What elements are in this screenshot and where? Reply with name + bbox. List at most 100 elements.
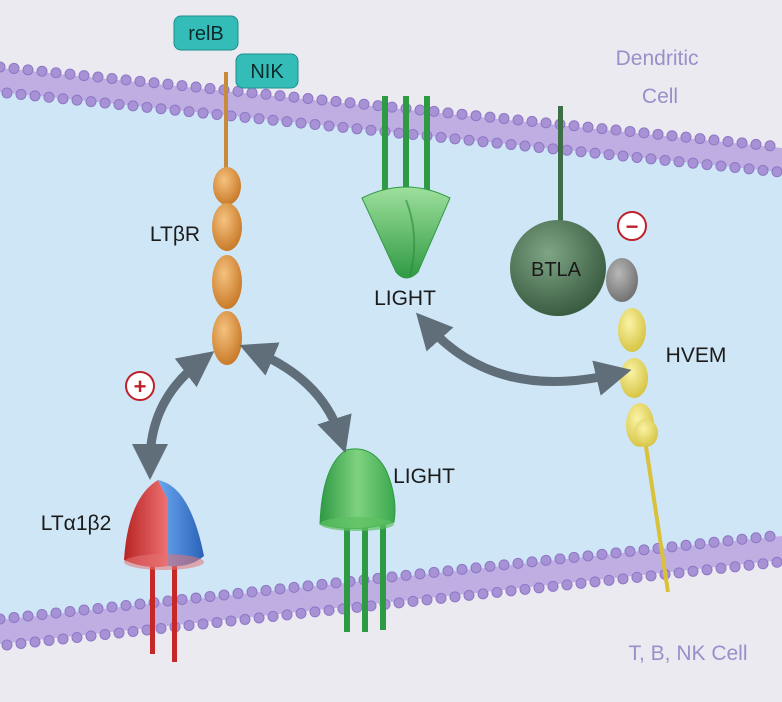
lipid-head — [456, 108, 468, 120]
lipid-head — [197, 107, 209, 119]
dendritic-cell-label: Dendritic Cell — [616, 47, 705, 108]
lipid-head — [232, 587, 244, 599]
lipid-head — [610, 124, 622, 136]
lipid-head — [526, 115, 538, 127]
lipid-head — [323, 604, 335, 616]
lipid-head — [645, 153, 657, 165]
lipid-head — [442, 107, 454, 119]
lipid-head — [155, 103, 167, 115]
lipid-head — [729, 561, 741, 573]
lipid-head — [484, 111, 496, 123]
lipid-head — [750, 138, 762, 150]
lipid-head — [106, 72, 118, 84]
lipid-head — [288, 91, 300, 103]
lipid-head — [78, 604, 90, 616]
lipid-head — [22, 64, 34, 76]
lta1b2-molecule — [124, 480, 204, 662]
lipid-head — [211, 108, 223, 120]
lipid-head — [687, 565, 699, 577]
ltbr-receptor — [212, 72, 242, 365]
lta1b2-label: LTα1β2 — [41, 512, 112, 535]
lipid-head — [295, 117, 307, 129]
lipid-head — [267, 114, 279, 126]
lipid-head — [351, 123, 363, 135]
btla-label: BTLA — [531, 259, 582, 281]
btla-molecule — [510, 106, 638, 316]
lipid-head — [491, 137, 503, 149]
lipid-head — [176, 80, 188, 92]
lipid-head — [610, 547, 622, 559]
lipid-head — [8, 62, 20, 74]
lipid-head — [547, 143, 559, 155]
svg-text:relB: relB — [188, 23, 224, 45]
lipid-head — [365, 124, 377, 136]
lipid-head — [526, 556, 538, 568]
lipid-head — [470, 110, 482, 122]
lipid-head — [253, 612, 265, 624]
arrow-ltbr-light — [239, 342, 352, 454]
lipid-head — [701, 564, 713, 576]
lipid-head — [190, 592, 202, 604]
hvem-label: HVEM — [666, 344, 727, 367]
lipid-head — [36, 65, 48, 77]
lipid-head — [470, 562, 482, 574]
lipid-head — [295, 607, 307, 619]
lipid-head — [351, 601, 363, 613]
lipid-head — [358, 98, 370, 110]
lipid-head — [302, 93, 314, 105]
lipid-head — [372, 100, 384, 112]
lipid-head — [505, 139, 517, 151]
lipid-head — [519, 140, 531, 152]
lipid-head — [736, 533, 748, 545]
lipid-head — [43, 91, 55, 103]
lipid-head — [771, 166, 782, 178]
lipid-head — [540, 554, 552, 566]
lipid-head — [617, 150, 629, 162]
lipid-head — [288, 581, 300, 593]
lipid-head — [673, 156, 685, 168]
lipid-head — [0, 613, 6, 625]
lipid-head — [120, 74, 132, 86]
lipid-head — [246, 87, 258, 99]
lipid-head — [281, 609, 293, 621]
lipid-head — [281, 116, 293, 128]
lipid-head — [484, 560, 496, 572]
lipid-head — [71, 631, 83, 643]
lipid-head — [71, 94, 83, 106]
lipid-head — [673, 567, 685, 579]
lipid-head — [309, 119, 321, 131]
lipid-head — [659, 154, 671, 166]
lipid-head — [449, 591, 461, 603]
lipid-head — [498, 113, 510, 125]
lipid-head — [638, 544, 650, 556]
lipid-head — [43, 634, 55, 646]
lipid-head — [15, 88, 27, 100]
lipid-head — [8, 611, 20, 623]
lipid-head — [127, 100, 139, 112]
inhibitory-sign: − — [617, 211, 647, 241]
lipid-head — [36, 608, 48, 620]
lipid-head — [449, 133, 461, 145]
lipid-head — [92, 602, 104, 614]
lipid-head — [491, 586, 503, 598]
lipid-head — [302, 580, 314, 592]
dendritic-cell-membrane — [0, 61, 782, 178]
lipid-head — [680, 131, 692, 143]
lipid-head — [743, 559, 755, 571]
relb-tag: relB — [173, 15, 239, 51]
lipid-head — [64, 605, 76, 617]
lipid-head — [596, 548, 608, 560]
lipid-head — [603, 574, 615, 586]
lipid-head — [99, 97, 111, 109]
lipid-head — [428, 105, 440, 117]
lipid-head — [225, 615, 237, 627]
lipid-head — [113, 627, 125, 639]
lipid-head — [624, 125, 636, 137]
lipid-head — [162, 78, 174, 90]
lipid-head — [638, 127, 650, 139]
lipid-head — [561, 144, 573, 156]
intercellular-space — [0, 88, 782, 632]
lipid-head — [274, 583, 286, 595]
lipid-head — [582, 550, 594, 562]
lipid-head — [477, 588, 489, 600]
